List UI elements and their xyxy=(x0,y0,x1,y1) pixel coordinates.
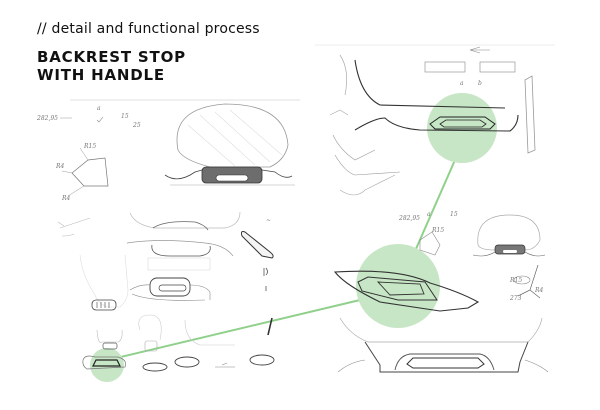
side-profile-lower xyxy=(354,114,519,132)
handle-detail-top xyxy=(429,116,496,130)
title-line-1: BACKREST STOP xyxy=(37,48,186,66)
svg-text:R15: R15 xyxy=(83,143,96,150)
svg-text:a: a xyxy=(460,80,464,87)
dimension-note-left: 282,95 xyxy=(36,115,58,122)
handle-sketch-highlighted xyxy=(92,359,121,367)
svg-text:R15: R15 xyxy=(509,277,522,284)
stop-detail-small xyxy=(494,244,526,255)
page-title: BACKREST STOP WITH HANDLE xyxy=(37,48,186,84)
handle-sketch-front xyxy=(149,277,191,297)
section-subtitle: // detail and functional process xyxy=(37,21,260,37)
highlight-circle-top xyxy=(427,93,497,163)
mark-a: 15 xyxy=(121,113,129,120)
backrest-front-view xyxy=(364,341,529,373)
handle-sketch-slots xyxy=(91,299,117,311)
svg-text:a: a xyxy=(427,211,431,218)
svg-text:R4: R4 xyxy=(534,287,544,294)
svg-text:282,95: 282,95 xyxy=(398,215,420,222)
headrest-sketch xyxy=(176,103,289,168)
svg-text:R4: R4 xyxy=(61,195,71,202)
svg-text:~: ~ xyxy=(266,217,271,224)
handle-slot-front xyxy=(406,357,485,369)
connector-line-top xyxy=(411,159,456,259)
svg-text:273: 273 xyxy=(509,295,522,302)
highlight-circle-bottom xyxy=(90,348,124,382)
mark-b: 25 xyxy=(132,122,141,129)
connector-line-bottom xyxy=(107,299,361,361)
svg-text:15: 15 xyxy=(450,211,458,218)
handle-detail-perspective xyxy=(333,270,480,312)
profile-sketch-left xyxy=(71,157,109,187)
svg-text:R15: R15 xyxy=(431,227,444,234)
side-profile-upper xyxy=(354,59,506,109)
title-line-2: WITH HANDLE xyxy=(37,66,165,84)
handle-sketch-side xyxy=(240,231,274,259)
svg-text:a: a xyxy=(97,105,101,112)
highlight-circle-middle xyxy=(356,244,440,328)
svg-text:R4: R4 xyxy=(55,163,65,170)
svg-text:b: b xyxy=(478,80,482,87)
